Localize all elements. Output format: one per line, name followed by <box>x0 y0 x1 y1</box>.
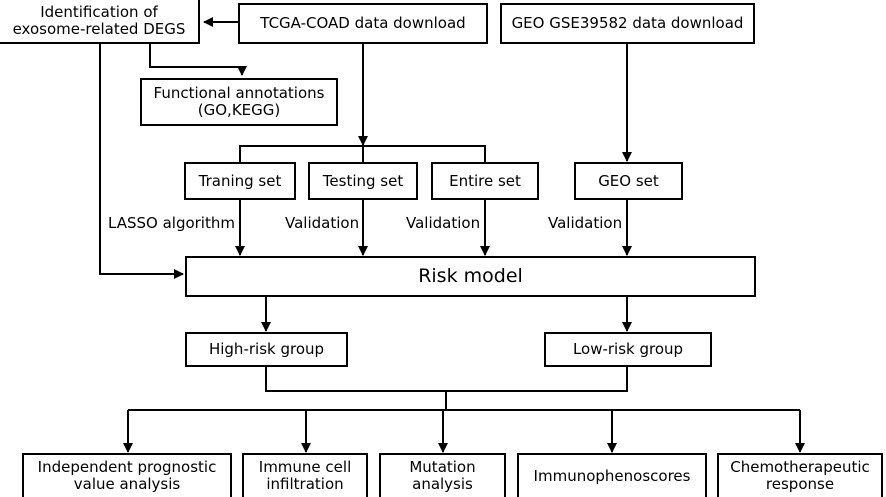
geo-download-label: GEO GSE39582 data download <box>511 14 744 32</box>
geo-set-label: GEO set <box>598 171 659 190</box>
low-risk-group-box: Low-risk group <box>544 332 712 367</box>
chemotherapeutic-response-box: Chemotherapeutic response <box>717 453 883 497</box>
prognostic-line-2: value analysis <box>73 475 181 493</box>
lasso-algorithm-label: LASSO algorithm <box>108 214 235 232</box>
chemo-line-2: response <box>765 475 835 493</box>
low-risk-group-label: Low-risk group <box>572 340 684 358</box>
immunophenoscores-box: Immunophenoscores <box>517 453 707 497</box>
immune-line-2: infiltration <box>266 475 344 493</box>
immunophenoscores-label: Immunophenoscores <box>533 466 691 485</box>
geo-set-box: GEO set <box>574 162 683 200</box>
arrow-identification-to-risk-model <box>99 44 184 279</box>
identification-box: Identification of exosome-related DEGS <box>0 0 200 44</box>
functional-annotations-box: Functional annotations (GO,KEGG) <box>140 78 338 126</box>
risk-model-box: Risk model <box>185 256 756 297</box>
testing-set-label: Testing set <box>322 171 404 190</box>
mutation-analysis-box: Mutation analysis <box>379 453 506 497</box>
arrow-identification-to-functional <box>149 44 247 76</box>
immune-infiltration-box: Immune cell infiltration <box>242 453 368 497</box>
mutation-line-2: analysis <box>412 475 473 493</box>
immune-line-1: Immune cell <box>258 458 352 476</box>
tcga-download-label: TCGA-COAD data download <box>260 14 466 32</box>
validation-label-geo: Validation <box>548 214 623 232</box>
identification-line-2: exosome-related DEGS <box>12 20 186 38</box>
high-risk-group-box: High-risk group <box>185 332 348 367</box>
prognostic-analysis-box: Independent prognostic value analysis <box>22 453 232 497</box>
mutation-line-1: Mutation <box>409 458 476 476</box>
tcga-download-box: TCGA-COAD data download <box>238 3 488 44</box>
testing-set-box: Testing set <box>308 162 418 200</box>
validation-label-entire: Validation <box>406 214 481 232</box>
merge-connector <box>265 367 628 392</box>
chemo-line-1: Chemotherapeutic <box>730 458 870 476</box>
high-risk-group-label: High-risk group <box>208 340 325 358</box>
training-set-box: Traning set <box>184 162 296 200</box>
risk-model-label: Risk model <box>418 265 523 287</box>
training-set-label: Traning set <box>198 171 282 190</box>
identification-line-1: Identification of <box>40 3 158 21</box>
functional-line-1: Functional annotations <box>153 84 325 102</box>
entire-set-box: Entire set <box>431 162 539 200</box>
entire-set-label: Entire set <box>449 171 521 190</box>
prognostic-line-1: Independent prognostic <box>37 458 217 476</box>
geo-download-box: GEO GSE39582 data download <box>500 3 755 44</box>
functional-line-2: (GO,KEGG) <box>197 101 281 119</box>
validation-label-testing: Validation <box>285 214 360 232</box>
